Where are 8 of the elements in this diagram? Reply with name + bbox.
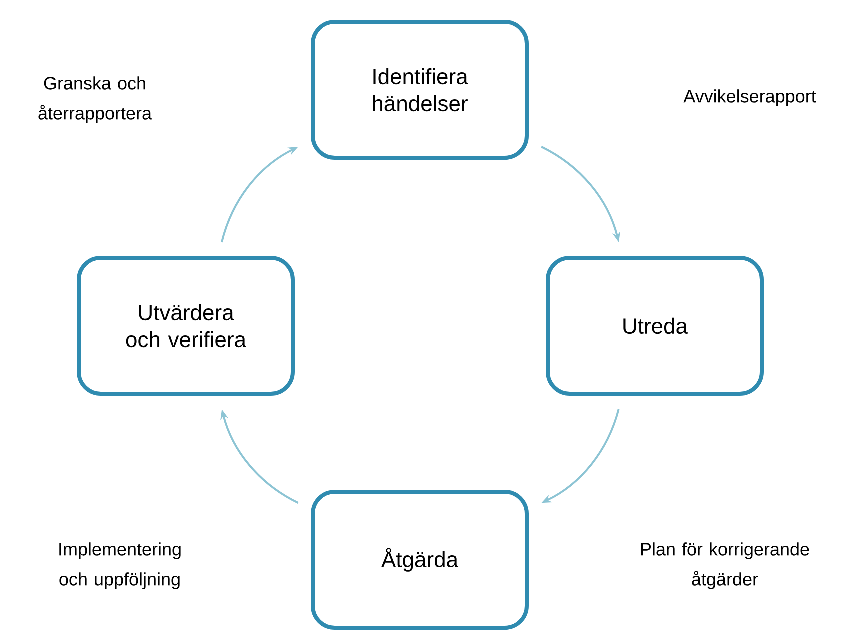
step-label: Avvikelserapport (684, 90, 816, 106)
process-box: Åtgärda (311, 490, 529, 630)
process-box: Utreda (546, 256, 764, 396)
process-box: Identifiera händelser (311, 20, 529, 160)
step-label: Implementering och uppföljning (60, 542, 181, 590)
process-box: Utvärdera och verifiera (77, 256, 295, 396)
step-label: Plan för korrigerande åtgärder (641, 542, 810, 590)
step-label: Granska och återrapportera (38, 76, 152, 124)
